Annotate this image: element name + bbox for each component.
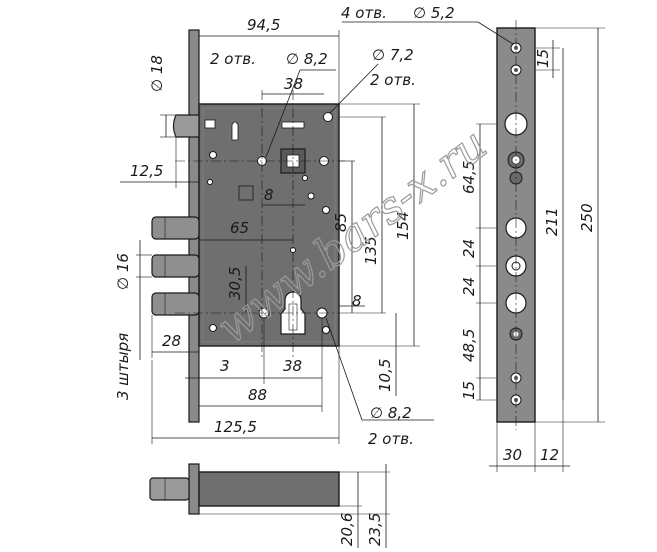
dim-48-5: 48,5 xyxy=(460,329,478,362)
bolt-pin-2 xyxy=(151,254,200,278)
dim-20-6: 20,6 xyxy=(338,513,356,546)
bolt-pin-1 xyxy=(151,216,200,240)
faceplate-holes-label: 4 отв. xyxy=(341,4,387,22)
dim-15-low: 15 xyxy=(460,381,478,400)
dim-3: 3 xyxy=(220,357,230,375)
dim-88: 88 xyxy=(248,386,267,404)
dim-16: ∅ 16 xyxy=(114,253,132,290)
dim-12-5: 12,5 xyxy=(130,162,163,180)
dim-154: 154 xyxy=(394,211,412,240)
dim-18: ∅ 18 xyxy=(148,55,166,92)
dim-211: 211 xyxy=(543,207,561,236)
dim-30: 30 xyxy=(503,446,522,464)
dim-94-5: 94,5 xyxy=(247,16,280,34)
dim-15-top: 15 xyxy=(534,49,552,68)
lock-front-view xyxy=(151,29,340,423)
dim-holes-7-2: 2 отв. xyxy=(370,71,416,89)
dim-24-b: 24 xyxy=(460,277,478,296)
lock-case xyxy=(198,103,340,347)
bolt-pin-3 xyxy=(151,292,200,316)
dim-28: 28 xyxy=(162,332,181,350)
lock-side-view xyxy=(149,463,340,515)
dim-30-5: 30,5 xyxy=(226,267,244,300)
dim-5-2: ∅ 5,2 xyxy=(413,4,455,22)
latch-bolt xyxy=(172,114,200,138)
dim-8-2-top: ∅ 8,2 xyxy=(286,50,328,68)
dim-85: 85 xyxy=(332,213,350,232)
dim-12: 12 xyxy=(540,446,559,464)
dim-8-mid: 8 xyxy=(264,186,274,204)
dim-holes-low: 2 отв. xyxy=(368,430,414,448)
dim-250: 250 xyxy=(578,203,596,232)
dim-64-5: 64,5 xyxy=(460,161,478,194)
dim-10-5: 10,5 xyxy=(376,359,394,392)
dim-38-top: 38 xyxy=(284,75,303,93)
pins-label: 3 штыря xyxy=(114,333,132,400)
dim-holes-top: 2 отв. xyxy=(210,50,256,68)
dim-65: 65 xyxy=(230,219,249,237)
dim-125-5: 125,5 xyxy=(214,418,257,436)
dim-7-2: ∅ 7,2 xyxy=(372,46,414,64)
dim-8-2-low: ∅ 8,2 xyxy=(370,404,412,422)
dim-8-low: 8 xyxy=(352,292,362,310)
dim-135: 135 xyxy=(362,236,380,265)
bolt-pins xyxy=(151,216,200,316)
dim-24-a: 24 xyxy=(460,239,478,258)
dim-23-5: 23,5 xyxy=(366,513,384,546)
dim-38-low: 38 xyxy=(283,357,302,375)
